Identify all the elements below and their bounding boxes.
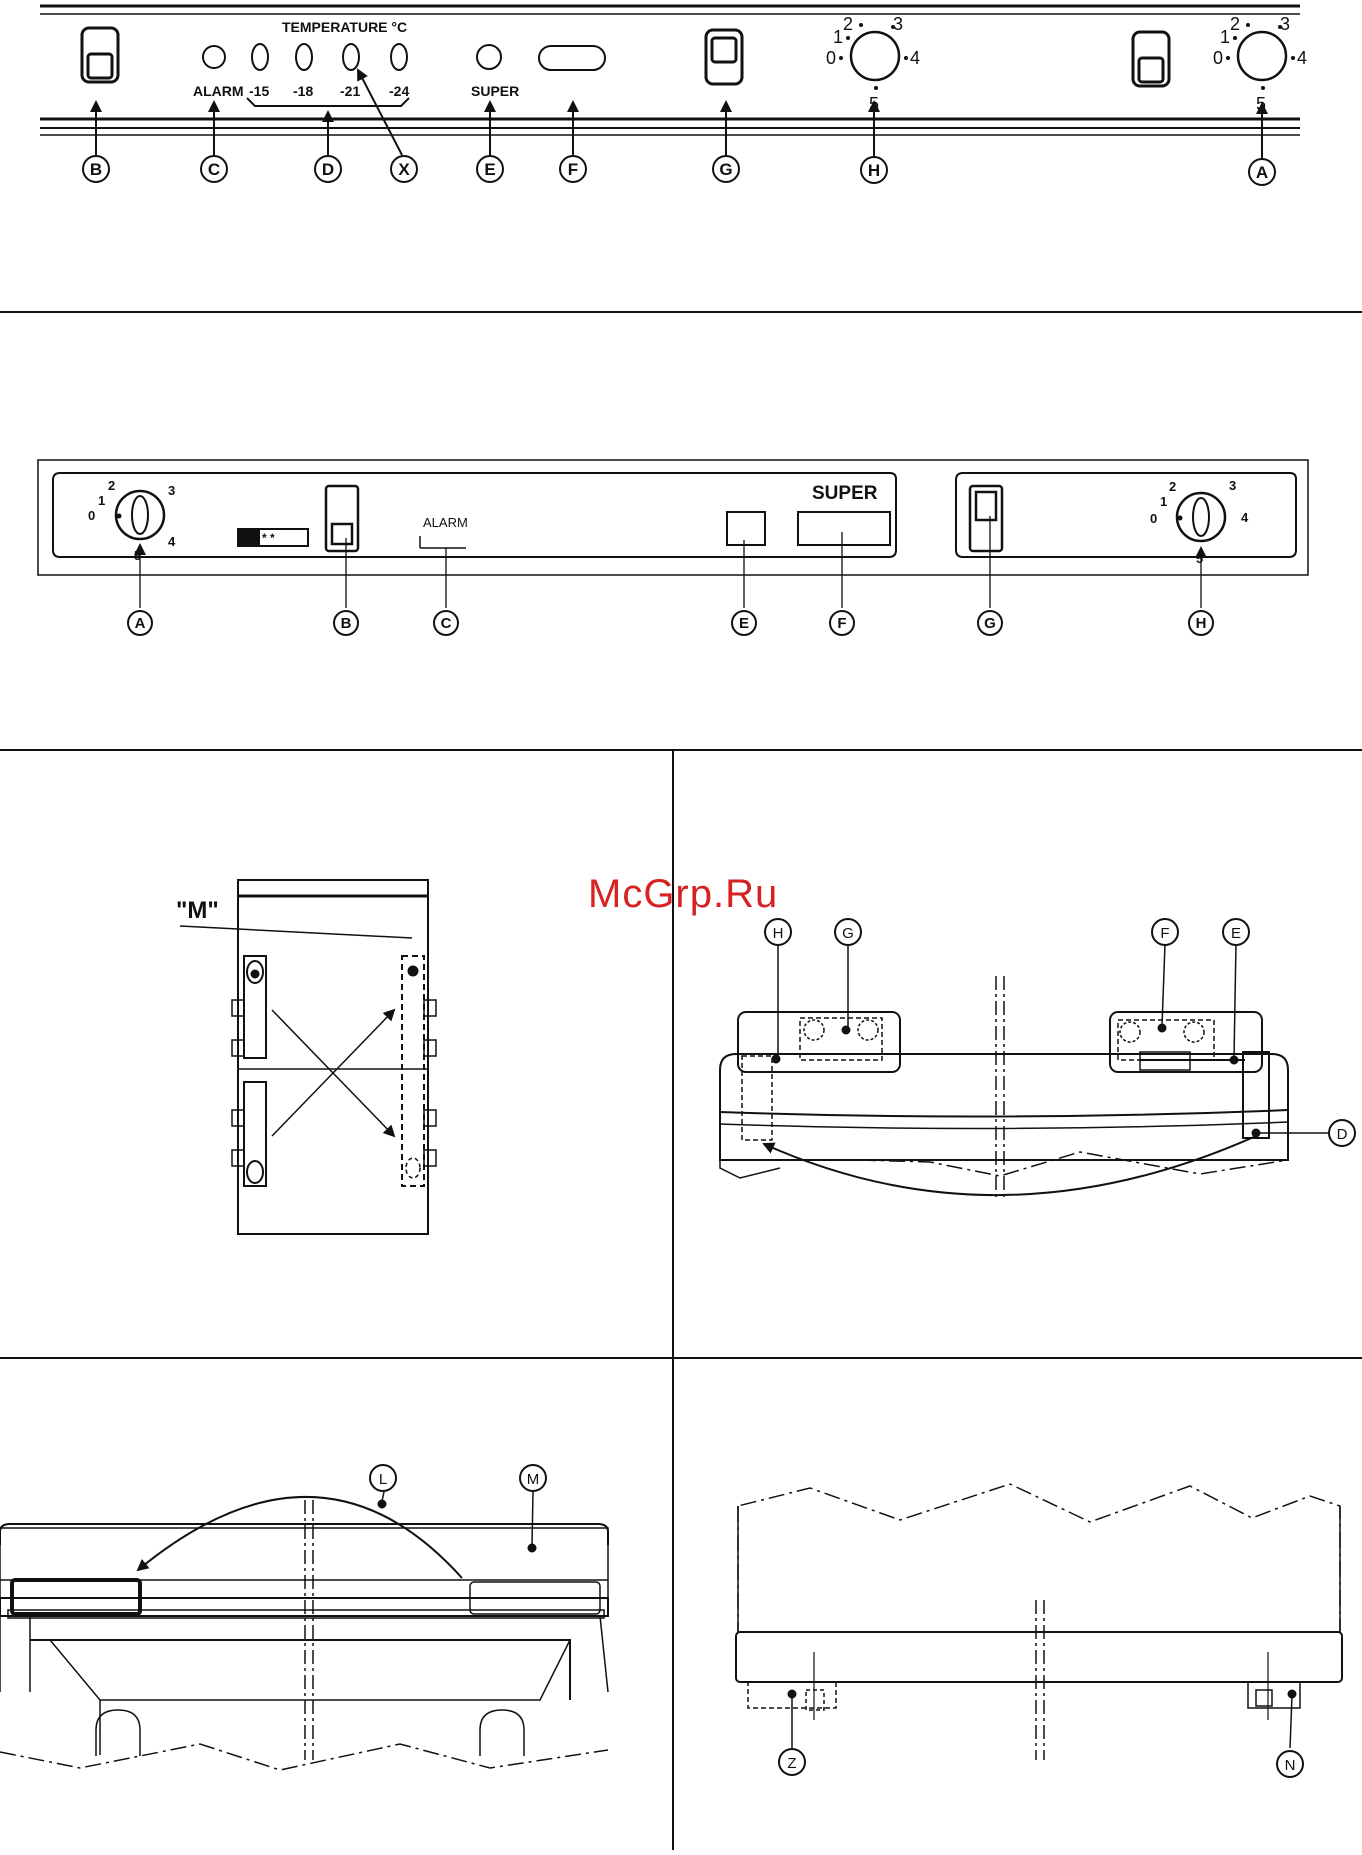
- lamp-minus-15: [252, 44, 268, 70]
- dial-a-num-3: 3: [1280, 14, 1290, 34]
- alarm-lamp: [203, 46, 225, 68]
- dial-h2-num-2: 2: [1169, 479, 1176, 494]
- callout-e-label: E: [484, 160, 495, 179]
- super-button-2[interactable]: [798, 512, 890, 545]
- dial-h2-num-5: 5: [1196, 551, 1203, 566]
- callout-d-label: D: [322, 160, 334, 179]
- panel1-arrows: [96, 70, 1262, 158]
- dial-h-num-0: 0: [826, 48, 836, 68]
- lamp-minus-24: [391, 44, 407, 70]
- callout-d-4-label: D: [1337, 1126, 1348, 1143]
- thermostat-dial-a-2[interactable]: [116, 491, 164, 539]
- lid-hinge-diagram: [720, 944, 1328, 1200]
- dial-h-num-1: 1: [833, 27, 843, 47]
- main-switch-b[interactable]: [82, 28, 118, 82]
- callout-a-label: A: [1256, 163, 1268, 182]
- switch-g[interactable]: [706, 30, 742, 84]
- callout-x-label: X: [398, 160, 410, 179]
- callout-n-6-label: N: [1285, 1757, 1296, 1774]
- callout-f-2-label: F: [837, 615, 846, 632]
- panel5-callouts: [370, 1465, 546, 1491]
- dial-a-num-2: 2: [1230, 14, 1240, 34]
- callout-g-2-label: G: [984, 615, 996, 632]
- bottom-hinge-diagram: [736, 1484, 1342, 1760]
- switch-right[interactable]: [1133, 32, 1169, 86]
- handle-swap-diagram: [0, 1492, 608, 1770]
- lamp-minus-21: [343, 44, 359, 70]
- super-button[interactable]: [539, 46, 605, 70]
- dial-a-num-0: 0: [1213, 48, 1223, 68]
- callout-h-label: H: [868, 161, 880, 180]
- callout-g-label: G: [719, 160, 732, 179]
- hinge-swap-diagram: "M": [176, 880, 436, 1234]
- dial-h-num-2: 2: [843, 14, 853, 34]
- super-lamp: [477, 45, 501, 69]
- dial-h2-num-3: 3: [1229, 478, 1236, 493]
- temperature-header: TEMPERATURE °C: [282, 19, 407, 35]
- temp-bracket: [247, 98, 409, 106]
- panel1-callouts: [83, 156, 1275, 185]
- star-rating-text: * * * *: [246, 531, 275, 545]
- callout-b-label: B: [90, 160, 102, 179]
- callout-b-2-label: B: [341, 615, 352, 632]
- dial-a-num-4: 4: [1297, 48, 1307, 68]
- callout-h-2-label: H: [1196, 615, 1207, 632]
- alarm-label-2: ALARM: [423, 515, 468, 530]
- panel4-callouts: [765, 919, 1355, 1146]
- temp-label-minus-18: -18: [293, 83, 313, 99]
- dial-h2-num-0: 0: [1150, 511, 1157, 526]
- callout-h-4-label: H: [773, 925, 784, 942]
- control-panel-1: ALARM TEMPERATURE °C -15 -18 -21 -24 SUP…: [40, 6, 1307, 185]
- m-label: "M": [176, 897, 219, 924]
- temperature-lamps: [252, 44, 407, 70]
- alarm-label: ALARM: [193, 83, 244, 99]
- watermark: McGrp.Ru: [588, 872, 778, 917]
- callout-e-2-label: E: [739, 615, 749, 632]
- dial-h2-num-4: 4: [1241, 510, 1249, 525]
- panel6-callouts: [779, 1749, 1303, 1777]
- dial-a2-num-0: 0: [88, 508, 95, 523]
- dial-a2-num-3: 3: [168, 483, 175, 498]
- callout-f-label: F: [568, 160, 578, 179]
- callout-f-4-label: F: [1160, 925, 1169, 942]
- temp-label-minus-24: -24: [389, 83, 409, 99]
- dial-h-num-3: 3: [893, 14, 903, 34]
- dial-a2-num-1: 1: [98, 493, 105, 508]
- super-label: SUPER: [471, 83, 519, 99]
- dial-h2-num-1: 1: [1160, 494, 1167, 509]
- callout-a-2-label: A: [135, 615, 146, 632]
- callout-g-4-label: G: [842, 925, 854, 942]
- callout-e-4-label: E: [1231, 925, 1241, 942]
- super-label-2: SUPER: [812, 483, 878, 504]
- dial-h-num-4: 4: [910, 48, 920, 68]
- callout-c-2-label: C: [441, 615, 452, 632]
- lamp-minus-18: [296, 44, 312, 70]
- callout-l-5-label: L: [379, 1471, 387, 1488]
- temp-label-minus-15: -15: [249, 83, 269, 99]
- callout-m-5-label: M: [527, 1471, 540, 1488]
- dial-a2-num-2: 2: [108, 478, 115, 493]
- dial-a-num-1: 1: [1220, 27, 1230, 47]
- thermostat-dial-h-2[interactable]: [1177, 493, 1225, 541]
- callout-c-label: C: [208, 160, 220, 179]
- control-panel-2: 0 1 2 3 4 5 * * * * ALARM SUPER: [38, 460, 1308, 635]
- temp-label-minus-21: -21: [340, 83, 360, 99]
- dial-a2-num-4: 4: [168, 534, 176, 549]
- panel2-callouts: [128, 611, 1213, 635]
- main-switch-b-2[interactable]: [326, 486, 358, 551]
- super-lamp-2: [727, 512, 765, 545]
- switch-g-2[interactable]: [970, 486, 1002, 551]
- callout-z-6-label: Z: [787, 1755, 796, 1772]
